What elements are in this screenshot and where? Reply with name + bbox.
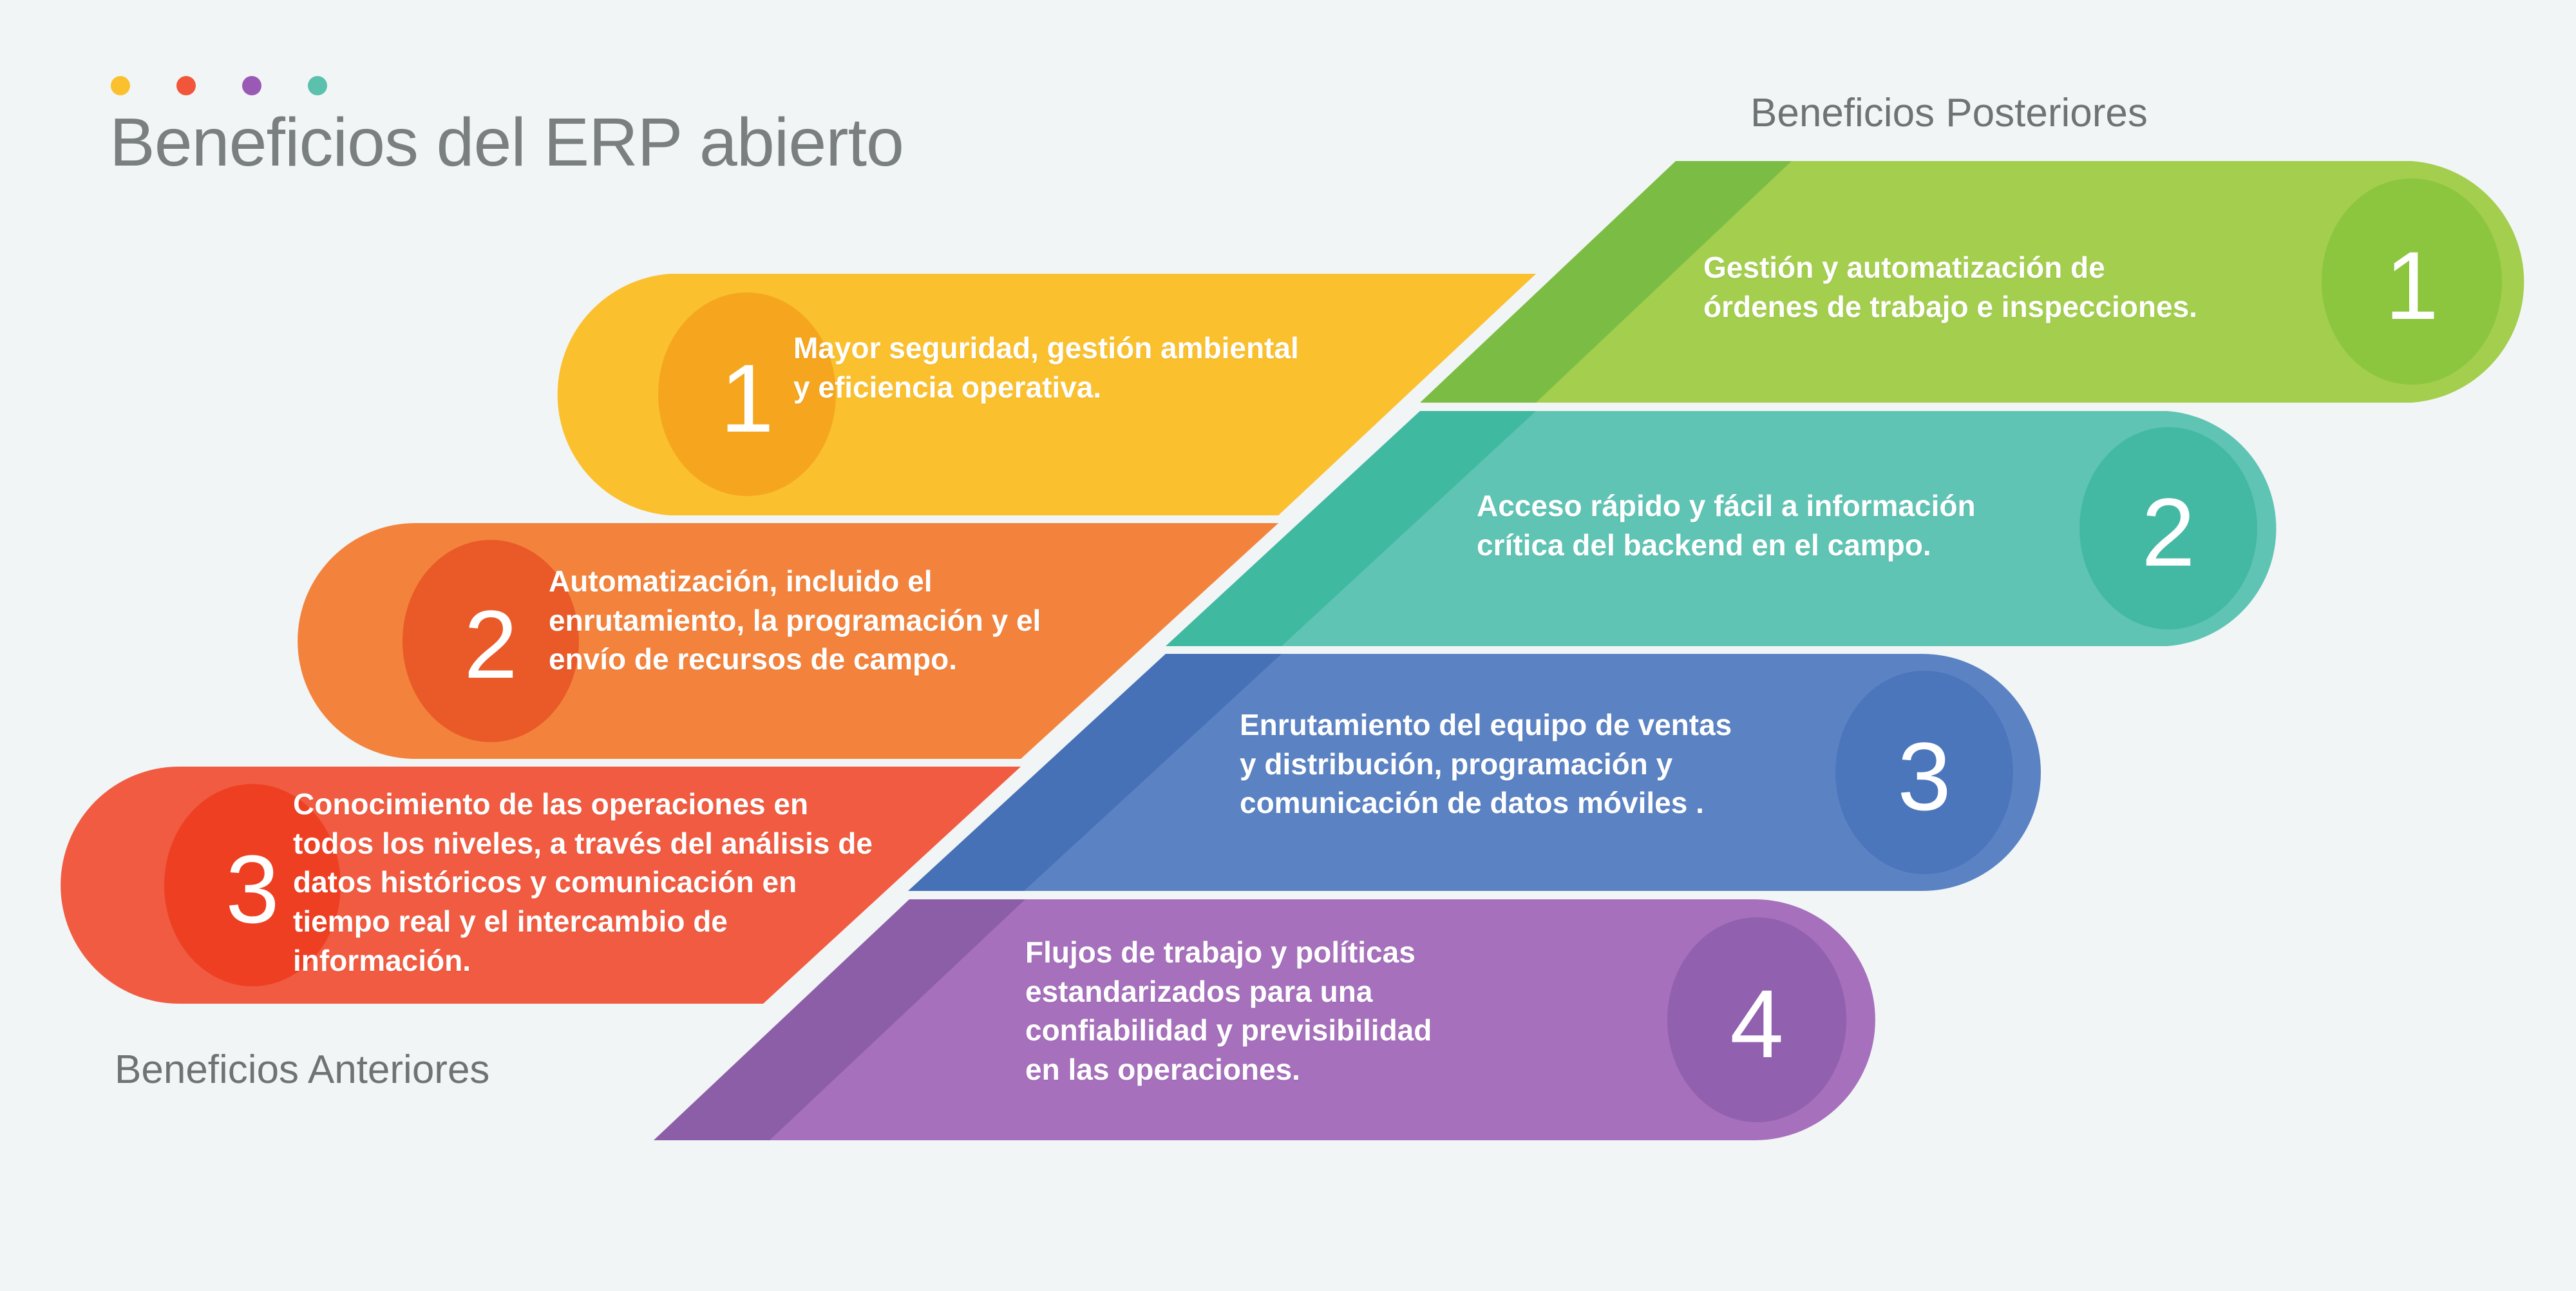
left-bar-1-number: 1 [720, 344, 774, 452]
left-bar-2-number-badge [402, 540, 579, 742]
page-title: Beneficios del ERP abierto [109, 104, 904, 180]
left-bar-3-number-badge [164, 784, 341, 986]
right-bar-1-number: 1 [2385, 231, 2439, 339]
right-bar-2-text: Acceso rápido y fácil a información crít… [1477, 489, 1976, 562]
right-column-label: Beneficios Posteriores [1750, 91, 2148, 135]
right-bar-4-number-badge [1667, 917, 1846, 1122]
right-bar-2-number: 2 [2141, 478, 2195, 586]
right-bar-1[interactable] [1420, 161, 2524, 403]
right-bar-3-text: Enrutamiento del equipo de ventas y dist… [1240, 708, 1732, 820]
right-bar-4-number: 4 [1730, 970, 1784, 1078]
dot-teal-icon [308, 76, 327, 95]
right-bar-2[interactable] [1166, 411, 2277, 646]
left-bar-3-text: Conocimiento de las operaciones en todos… [293, 787, 873, 977]
left-bar-3-number: 3 [225, 835, 279, 943]
right-bar-4-text: Flujos de trabajo y políticas estandariz… [1025, 935, 1432, 1087]
left-bar-2-number: 2 [464, 590, 518, 698]
right-bar-3-number: 3 [1897, 722, 1951, 830]
right-bar-3[interactable] [908, 654, 2041, 891]
left-column-label: Beneficios Anteriores [115, 1047, 490, 1092]
right-bar-1-text: Gestión y automatización de órdenes de t… [1703, 251, 2197, 323]
left-bar-1-text: Mayor seguridad, gestión ambiental y efi… [793, 331, 1299, 404]
right-bar-3-number-badge [1835, 671, 2013, 874]
left-bar-1-number-badge [658, 292, 836, 496]
right-bar-4[interactable] [654, 899, 1875, 1140]
right-bar-1-number-badge [2322, 178, 2502, 385]
left-bar-2-text: Automatización, incluido el enrutamiento… [549, 564, 1041, 676]
dot-purple-icon [242, 76, 261, 95]
right-bar-2-number-badge [2079, 427, 2257, 629]
dot-red-icon [176, 76, 196, 95]
accent-dots [111, 76, 327, 95]
dot-yellow-icon [111, 76, 130, 95]
